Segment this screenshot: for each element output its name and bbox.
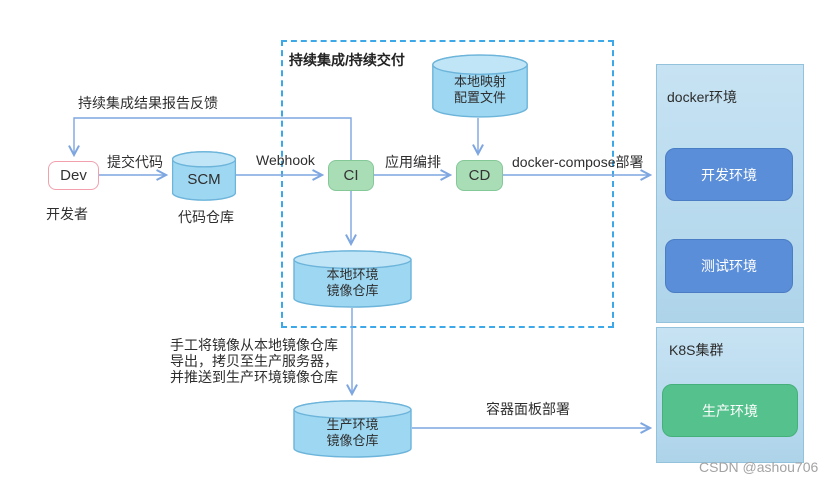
prod-environment-label: 生产环境	[702, 402, 758, 419]
webhook-edge-label: Webhook	[256, 152, 315, 168]
compose-deploy-edge-label: docker-compose部署	[512, 154, 644, 170]
cd-node: CD	[456, 160, 503, 191]
prod-environment-node: 生产环境	[662, 384, 798, 437]
dev-node-label: Dev	[60, 167, 87, 184]
config-cylinder-line1: 本地映射	[453, 74, 506, 89]
manual-note-line1: 手工将镜像从本地镜像仓库	[170, 337, 338, 353]
cylinder-shape	[293, 400, 412, 458]
cylinder-shape	[172, 151, 236, 201]
docker-environment-panel: docker环境 开发环境 测试环境	[656, 64, 804, 323]
cicd-boundary-title: 持续集成/持续交付	[289, 52, 405, 68]
local-registry-cylinder: 本地环境 镜像仓库	[293, 250, 412, 308]
docker-panel-title: docker环境	[667, 89, 738, 105]
config-file-cylinder: 本地映射 配置文件	[432, 54, 528, 118]
prod-registry-line1: 生产环境	[326, 417, 379, 432]
k8s-panel-title: K8S集群	[669, 342, 724, 358]
scm-cylinder: SCM	[172, 151, 236, 201]
orchestration-edge-label: 应用编排	[385, 154, 441, 170]
scm-label: SCM	[187, 171, 221, 188]
ci-node: CI	[328, 160, 374, 191]
cylinder-shape	[432, 54, 528, 118]
cd-node-label: CD	[468, 167, 491, 184]
dev-environment-label: 开发环境	[701, 166, 757, 183]
prod-registry-cylinder: 生产环境 镜像仓库	[293, 400, 412, 458]
manual-note-line3: 并推送到生产环境镜像仓库	[170, 369, 338, 385]
test-environment-label: 测试环境	[701, 258, 757, 274]
cylinder-shape	[293, 250, 412, 308]
feedback-edge-label: 持续集成结果报告反馈	[78, 95, 218, 111]
cicd-dashed-boundary	[281, 40, 614, 328]
scm-caption: 代码仓库	[178, 209, 234, 225]
k8s-cluster-panel: K8S集群 生产环境	[656, 327, 804, 463]
prod-registry-line2: 镜像仓库	[326, 433, 379, 448]
local-registry-line2: 镜像仓库	[326, 283, 379, 298]
local-registry-line1: 本地环境	[326, 267, 379, 282]
ci-node-label: CI	[343, 167, 359, 184]
submit-code-edge-label: 提交代码	[107, 154, 163, 170]
dev-caption: 开发者	[46, 206, 88, 222]
dev-environment-node: 开发环境	[665, 148, 793, 201]
dev-node: Dev	[48, 161, 99, 190]
csdn-watermark: CSDN @ashou706	[699, 459, 819, 475]
config-cylinder-line2: 配置文件	[453, 90, 506, 105]
test-environment-node: 测试环境	[665, 239, 793, 293]
manual-migration-note: 手工将镜像从本地镜像仓库 导出，拷贝至生产服务器， 并推送到生产环境镜像仓库	[170, 337, 338, 385]
manual-note-line2: 导出，拷贝至生产服务器，	[170, 353, 338, 369]
panel-deploy-edge-label: 容器面板部署	[486, 401, 570, 417]
